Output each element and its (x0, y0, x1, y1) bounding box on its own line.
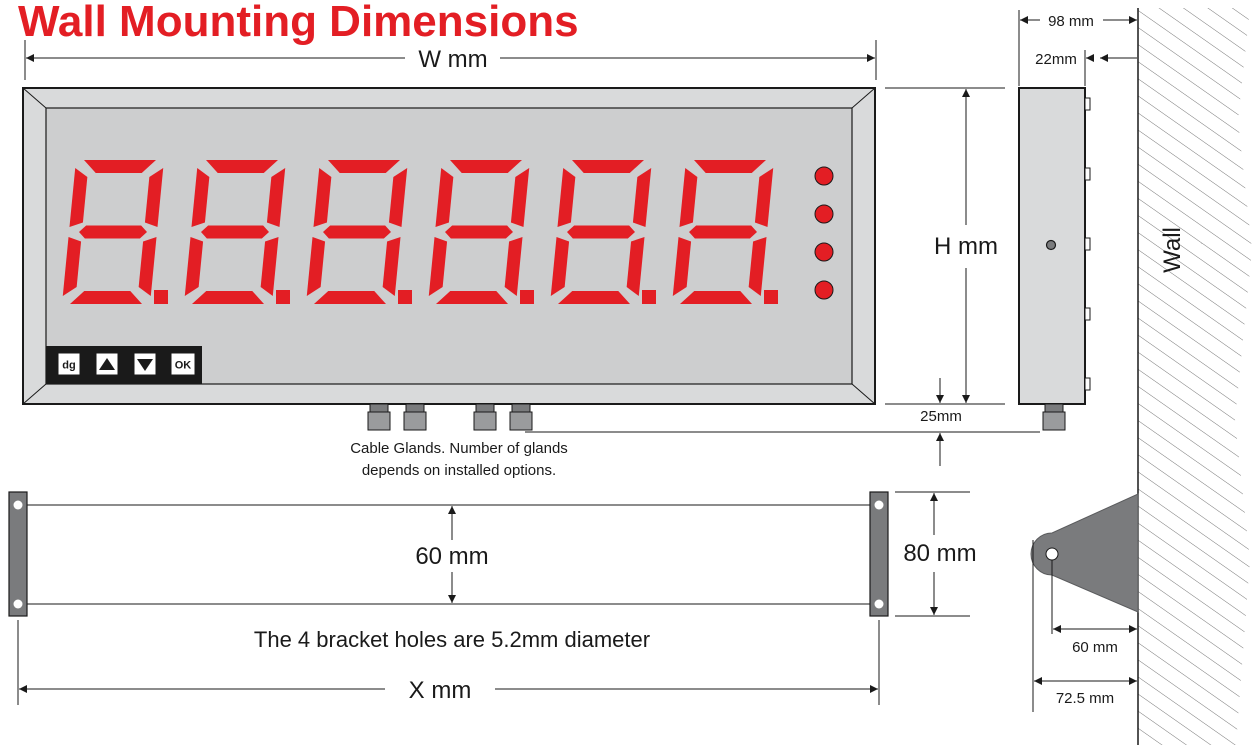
side-60-label: 60 mm (1072, 639, 1118, 656)
cable-gland-1 (367, 403, 391, 431)
page-title: Wall Mounting Dimensions (18, 0, 579, 46)
ok-button[interactable]: OK (170, 352, 196, 376)
cable-gland-4 (509, 403, 533, 431)
decimal-point (520, 290, 534, 304)
decimal-point (398, 290, 412, 304)
indicator-led-1 (814, 166, 834, 186)
cable-gland-3 (473, 403, 497, 431)
bracket-left-end (8, 491, 28, 617)
display-face (45, 107, 853, 385)
gland-clearance-dimension: 25mm (525, 378, 1040, 466)
bracket-right-end (869, 491, 889, 617)
side-72-label: 72.5 mm (1056, 690, 1114, 707)
decimal-point (276, 290, 290, 304)
up-button[interactable] (95, 352, 119, 376)
display-front-view: dg OK (22, 87, 876, 405)
cable-gland-note-line1: Cable Glands. Number of glands (350, 440, 568, 457)
cable-gland-note-line2: depends on installed options. (362, 462, 556, 479)
cable-glands (367, 403, 533, 431)
wall-bracket-front-view: 60 mm 80 mm The 4 bracket holes are 5.2m… (8, 491, 977, 705)
indicator-led-4 (814, 280, 834, 300)
height-label: H mm (934, 233, 998, 260)
display-side-view (1018, 87, 1091, 431)
decimal-point (642, 290, 656, 304)
indicator-leds (814, 166, 834, 300)
decimal-point (764, 290, 778, 304)
digit-3 (306, 160, 412, 304)
height-dimension: H mm (885, 87, 1005, 405)
bracket-width-label: X mm (409, 677, 472, 704)
triangle-up-icon (99, 358, 115, 370)
digit-1 (62, 160, 168, 304)
digit-4 (428, 160, 534, 304)
indicator-led-3 (814, 242, 834, 262)
wall-label: Wall (1159, 227, 1186, 273)
down-button[interactable] (133, 352, 157, 376)
seven-segment-digits (62, 160, 778, 304)
side-indicator (1045, 239, 1057, 251)
depth-dimension: 98 mm 22mm (1018, 8, 1139, 86)
decimal-point (154, 290, 168, 304)
dg-button[interactable]: dg (57, 352, 81, 376)
dg-button-label: dg (62, 360, 75, 372)
digit-2 (184, 160, 290, 304)
gland-clearance-label: 25mm (920, 408, 962, 425)
wall: Wall (1137, 8, 1252, 745)
cable-gland-2 (403, 403, 427, 431)
depth-label: 98 mm (1048, 13, 1094, 30)
wall-bracket-side-view: 60 mm 72.5 mm (1030, 493, 1139, 712)
bracket-hole-note: The 4 bracket holes are 5.2mm diameter (254, 627, 650, 652)
indicator-led-2 (814, 204, 834, 224)
digit-6 (672, 160, 778, 304)
width-dimension: W mm (24, 40, 877, 80)
offset-label: 22mm (1035, 51, 1077, 68)
inner-hole-spacing-label: 60 mm (415, 543, 488, 570)
width-label: W mm (418, 46, 487, 73)
triangle-down-icon (137, 359, 153, 371)
digit-5 (550, 160, 656, 304)
ok-button-label: OK (175, 360, 192, 372)
bracket-height-label: 80 mm (903, 540, 976, 567)
